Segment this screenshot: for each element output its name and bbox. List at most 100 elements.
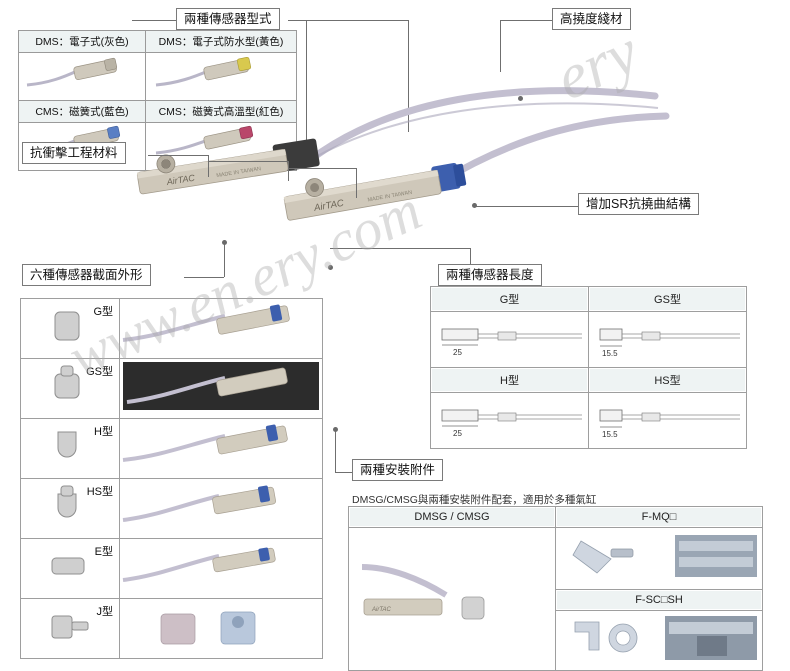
shape-photo-g — [119, 298, 323, 359]
leader-lengths-left — [330, 248, 470, 249]
shape-label-j: J型 — [96, 606, 114, 618]
table-row: AirTAC — [348, 527, 763, 671]
accessories-note: DMSG/CMSG與兩種安裝附件配套，適用於多種氣缸 — [352, 494, 597, 506]
acc-header-dmsg: DMSG / CMSG — [348, 506, 556, 528]
length-drawing-g: 25 — [430, 311, 589, 368]
acc-header-fsc: F-SC□SH — [555, 589, 763, 611]
table-row: H型 HS型 — [430, 367, 747, 393]
shape-cell-hs: HS型 — [20, 478, 120, 539]
leader-cable-down — [500, 20, 501, 72]
shape-table: G型 GS型 — [20, 298, 323, 659]
shape-cell-e: E型 — [20, 538, 120, 599]
shape-g-icon — [54, 311, 80, 341]
dms-gray-illustration — [26, 57, 118, 87]
shape-photo-j-svg — [160, 611, 256, 645]
type-header-cell-dms-gray: DMS：電子式(灰色) — [18, 30, 146, 53]
length-drawing-h: 25 — [430, 392, 589, 449]
table-row: E型 — [20, 538, 323, 599]
shape-photo-h-svg — [122, 424, 288, 462]
svg-text:25: 25 — [453, 429, 462, 438]
callout-two-lengths: 兩種傳感器長度 — [438, 264, 542, 286]
leader-shapes-right — [184, 277, 224, 278]
shape-e-icon — [51, 557, 85, 575]
table-row: HS型 — [20, 478, 323, 539]
leader-impact-down3 — [356, 168, 357, 198]
callout-six-shapes: 六種傳感器截面外形 — [22, 264, 151, 286]
table-row: F-SC□SH — [349, 589, 763, 611]
table-row: G型 — [20, 298, 323, 359]
length-table-inner: G型 GS型 25 15.5 — [430, 286, 747, 449]
svg-text:AirTAC: AirTAC — [371, 607, 392, 613]
svg-text:AirTAC: AirTAC — [312, 198, 344, 214]
shape-photo-g-svg — [122, 304, 290, 342]
leader-dot-acc — [333, 427, 338, 432]
shape-photo-gs — [119, 358, 323, 419]
acc-photo-dmsg: AirTAC — [348, 527, 556, 671]
leader-dot-shapes — [222, 240, 227, 245]
shape-cell-g: G型 — [20, 298, 120, 359]
callout-two-accessories: 兩種安裝附件 — [352, 459, 444, 481]
leader-impact-right2 — [208, 161, 288, 162]
type-image-dms-yellow — [145, 52, 297, 101]
accessory-table: DMSG / CMSG F-MQ□ AirTAC — [348, 506, 763, 671]
table-row: DMSG / CMSG F-MQ□ — [348, 506, 763, 528]
table-row: H型 — [20, 418, 323, 479]
shape-cell-h: H型 — [20, 418, 120, 479]
acc-fsc-svg — [574, 616, 757, 660]
svg-text:15.5: 15.5 — [602, 430, 618, 439]
length-header-h: H型 — [430, 367, 589, 393]
table-row: J型 — [20, 598, 323, 659]
leader-dot-sr — [472, 203, 477, 208]
shape-hs-icon — [57, 485, 77, 518]
leader-cable-left — [500, 20, 552, 21]
table-row: 25 15.5 — [430, 392, 747, 449]
length-header-hs: HS型 — [588, 367, 747, 393]
acc-header-fmq: F-MQ□ — [555, 506, 763, 528]
type-header-cell-cms-red: CMS：磁簧式高溫型(紅色) — [145, 100, 297, 123]
shape-photo-hs-svg — [122, 485, 276, 522]
accessory-table-inner: DMSG / CMSG F-MQ□ AirTAC — [348, 506, 763, 671]
callout-sr-structure: 增加SR抗撓曲結構 — [578, 193, 699, 215]
leader-impact-right — [148, 155, 208, 156]
cms-red-illustration — [155, 125, 254, 155]
leader-lengths-up — [470, 248, 471, 264]
shape-label-gs: GS型 — [86, 366, 113, 378]
shape-cell-gs: GS型 — [20, 358, 120, 419]
shape-photo-e-svg — [122, 547, 276, 582]
callout-high-flex-cable: 高撓度綫材 — [552, 8, 631, 30]
shape-table-inner: G型 GS型 — [20, 298, 323, 659]
shape-label-hs: HS型 — [86, 486, 113, 498]
type-image-dms-gray — [18, 52, 146, 101]
callout-sensor-types: 兩種傳感器型式 — [176, 8, 280, 30]
shape-label-h: H型 — [94, 426, 113, 438]
shape-label-g: G型 — [93, 306, 113, 318]
leader-sr-left — [476, 206, 578, 207]
table-row: GS型 — [20, 358, 323, 419]
length-header-g: G型 — [430, 286, 589, 312]
leader-sensor-types-down2 — [306, 20, 307, 142]
length-gs-svg: 15.5 — [599, 328, 740, 358]
sensor-type-table-inner: DMS：電子式(灰色) DMS：電子式防水型(黃色) — [18, 30, 297, 171]
leader-sensor-types-right — [288, 20, 408, 21]
leader-sensor-types-down — [408, 20, 409, 132]
acc-fmq-svg — [572, 535, 757, 577]
shape-label-e: E型 — [94, 546, 113, 558]
svg-text:AirTAC: AirTAC — [165, 173, 196, 188]
length-table: G型 GS型 25 15.5 — [430, 286, 747, 449]
shape-photo-e — [119, 538, 323, 599]
shape-gs-icon — [54, 365, 80, 399]
sensor-type-table: DMS：電子式(灰色) DMS：電子式防水型(黃色) — [18, 30, 297, 171]
acc-photo-fmq — [555, 527, 763, 590]
table-row: G型 GS型 — [430, 286, 747, 312]
dms-yellow-illustration — [155, 56, 252, 87]
leader-impact-down — [208, 155, 209, 177]
length-h-svg: 25 — [441, 409, 582, 438]
shape-cell-j: J型 — [20, 598, 120, 659]
leader-dot-lengths — [328, 265, 333, 270]
shape-photo-h — [119, 418, 323, 479]
table-row: 25 15.5 — [430, 311, 747, 368]
shape-photo-hs — [119, 478, 323, 539]
leader-shapes-up — [224, 243, 225, 277]
length-hs-svg: 15.5 — [599, 409, 740, 439]
svg-text:15.5: 15.5 — [602, 349, 618, 358]
